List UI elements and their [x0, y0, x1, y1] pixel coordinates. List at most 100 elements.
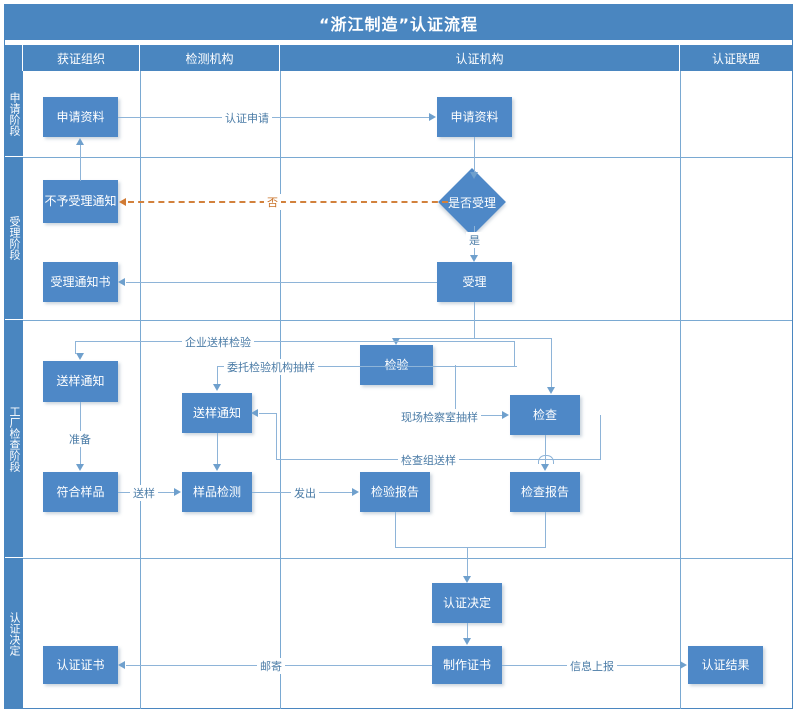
edge-decision-to-make	[467, 623, 468, 639]
stage-label: 认证决定	[8, 611, 21, 656]
node-examination[interactable]: 检查	[510, 395, 580, 435]
node-label: 送样通知	[56, 374, 105, 388]
node-certificate[interactable]: 认证证书	[43, 646, 118, 684]
stage-factory: 工厂检查阶段	[5, 320, 23, 558]
edge-commission-sample-h	[217, 366, 517, 367]
edge-merge-to-decision	[467, 547, 468, 576]
grid-vline-1	[140, 71, 141, 709]
node-label: 申请资料	[56, 109, 105, 124]
column-header-label: 获证组织	[56, 51, 105, 66]
edge-examination-to-report-2	[545, 461, 546, 465]
grid-vline-2	[280, 71, 281, 709]
edge-arrow	[76, 353, 84, 360]
diagram-frame	[4, 4, 793, 709]
node-rejection-notice[interactable]: 不予受理通知	[43, 180, 118, 223]
edge-label-no: 否	[264, 194, 281, 210]
node-sample-notice-org[interactable]: 送样通知	[43, 361, 118, 402]
node-label: 不予受理通知	[44, 194, 117, 208]
node-inspection-report[interactable]: 检验报告	[360, 472, 430, 512]
node-make-certificate[interactable]: 制作证书	[432, 646, 502, 684]
node-label: 送样通知	[192, 405, 241, 420]
edge-arrow	[76, 464, 84, 471]
edge-factory-bus	[396, 338, 552, 339]
grid-hline-2	[23, 320, 792, 321]
diagram-title-bar: “浙江制造”认证流程	[5, 5, 792, 40]
edge-team-sample-v-mid	[276, 413, 277, 459]
node-application-materials-org[interactable]: 申请资料	[43, 97, 118, 137]
node-label: 检查	[532, 407, 557, 422]
edge-arrow	[502, 411, 509, 419]
node-label: 认证证书	[56, 657, 105, 672]
edge-enterprise-sample-h	[75, 341, 515, 342]
node-label: 检验	[384, 357, 409, 372]
edge-commission-sample-v	[217, 366, 218, 384]
edge-onsite-sample-v	[455, 365, 456, 415]
node-acceptance[interactable]: 受理	[437, 262, 512, 302]
column-header-label: 检测机构	[185, 51, 234, 66]
node-label: 符合样品	[56, 484, 105, 499]
edge-bus-to-examination	[551, 338, 552, 388]
edge-arrow	[352, 488, 359, 496]
stage-apply: 申请阶段	[5, 71, 23, 157]
grid-hline-1	[23, 157, 792, 158]
node-label: 制作证书	[442, 657, 491, 672]
node-conforming-sample[interactable]: 符合样品	[43, 472, 118, 512]
stage-label: 受理阶段	[8, 216, 21, 260]
edge-label-cert-application: 认证申请	[222, 110, 272, 126]
node-accept-decision[interactable]: 是否受理	[438, 168, 506, 236]
edge-inspection-report-down	[395, 512, 396, 547]
node-sample-testing[interactable]: 样品检测	[182, 472, 252, 512]
column-header-label: 认证机构	[455, 51, 504, 66]
node-certification-result[interactable]: 认证结果	[688, 646, 763, 684]
edge-enterprise-sample-v-left	[75, 341, 76, 354]
edge-arrow	[251, 409, 258, 417]
node-sample-notice-testing[interactable]: 送样通知	[182, 393, 252, 433]
node-label: 认证决定	[442, 595, 491, 610]
column-header-corner	[5, 45, 23, 71]
edge-arrow	[118, 661, 125, 669]
edge-acceptance-down	[474, 302, 475, 338]
stage-decide: 认证决定	[5, 558, 23, 709]
edge-arrow	[76, 138, 84, 145]
edge-arrow	[463, 638, 471, 645]
node-label: 申请资料	[450, 109, 499, 124]
edge-arrow	[174, 488, 181, 496]
edge-enterprise-sample-v-right	[514, 341, 515, 366]
edge-rejection-to-apply	[80, 145, 81, 181]
edge-arrow	[470, 172, 478, 179]
node-application-materials-cert[interactable]: 申请资料	[437, 97, 512, 137]
edge-arrow	[680, 661, 687, 669]
edge-arrow	[213, 384, 221, 391]
column-header-testing: 检测机构	[140, 45, 280, 71]
edge-decision-no	[128, 201, 448, 203]
node-label: 检查报告	[520, 484, 569, 499]
edge-arrow	[470, 255, 478, 262]
edge-label-team-sample: 检查组送样	[398, 452, 459, 468]
column-header-cert-body: 认证机构	[280, 45, 680, 71]
edge-arrow	[118, 278, 125, 286]
edge-arrow	[429, 113, 436, 121]
edge-team-sample-to-notice	[259, 413, 277, 414]
node-acceptance-notice[interactable]: 受理通知书	[43, 262, 118, 302]
page-title: “浙江制造”认证流程	[318, 14, 479, 34]
edge-team-sample-v-right	[600, 415, 601, 459]
node-label: 受理通知书	[50, 274, 111, 289]
edge-notice-to-testing	[217, 433, 218, 465]
edge-label-commission-sample: 委托检验机构抽样	[224, 359, 318, 375]
node-label: 检验报告	[370, 484, 419, 499]
node-certification-decision[interactable]: 认证决定	[432, 583, 502, 623]
edge-reports-merge	[395, 547, 546, 548]
node-inspection[interactable]: 检验	[360, 345, 433, 385]
node-label: 是否受理	[448, 195, 497, 210]
edge-examination-report-down	[545, 512, 546, 547]
node-label: 样品检测	[192, 484, 241, 499]
edge-arrow	[213, 464, 221, 471]
node-label: 认证结果	[701, 657, 750, 672]
stage-accept: 受理阶段	[5, 157, 23, 320]
edge-arrow	[547, 387, 555, 394]
node-label: 受理	[462, 274, 487, 289]
edge-label-issue: 发出	[291, 485, 319, 501]
node-examination-report[interactable]: 检查报告	[510, 472, 580, 512]
edge-label-enterprise-sample: 企业送样检验	[182, 334, 254, 350]
